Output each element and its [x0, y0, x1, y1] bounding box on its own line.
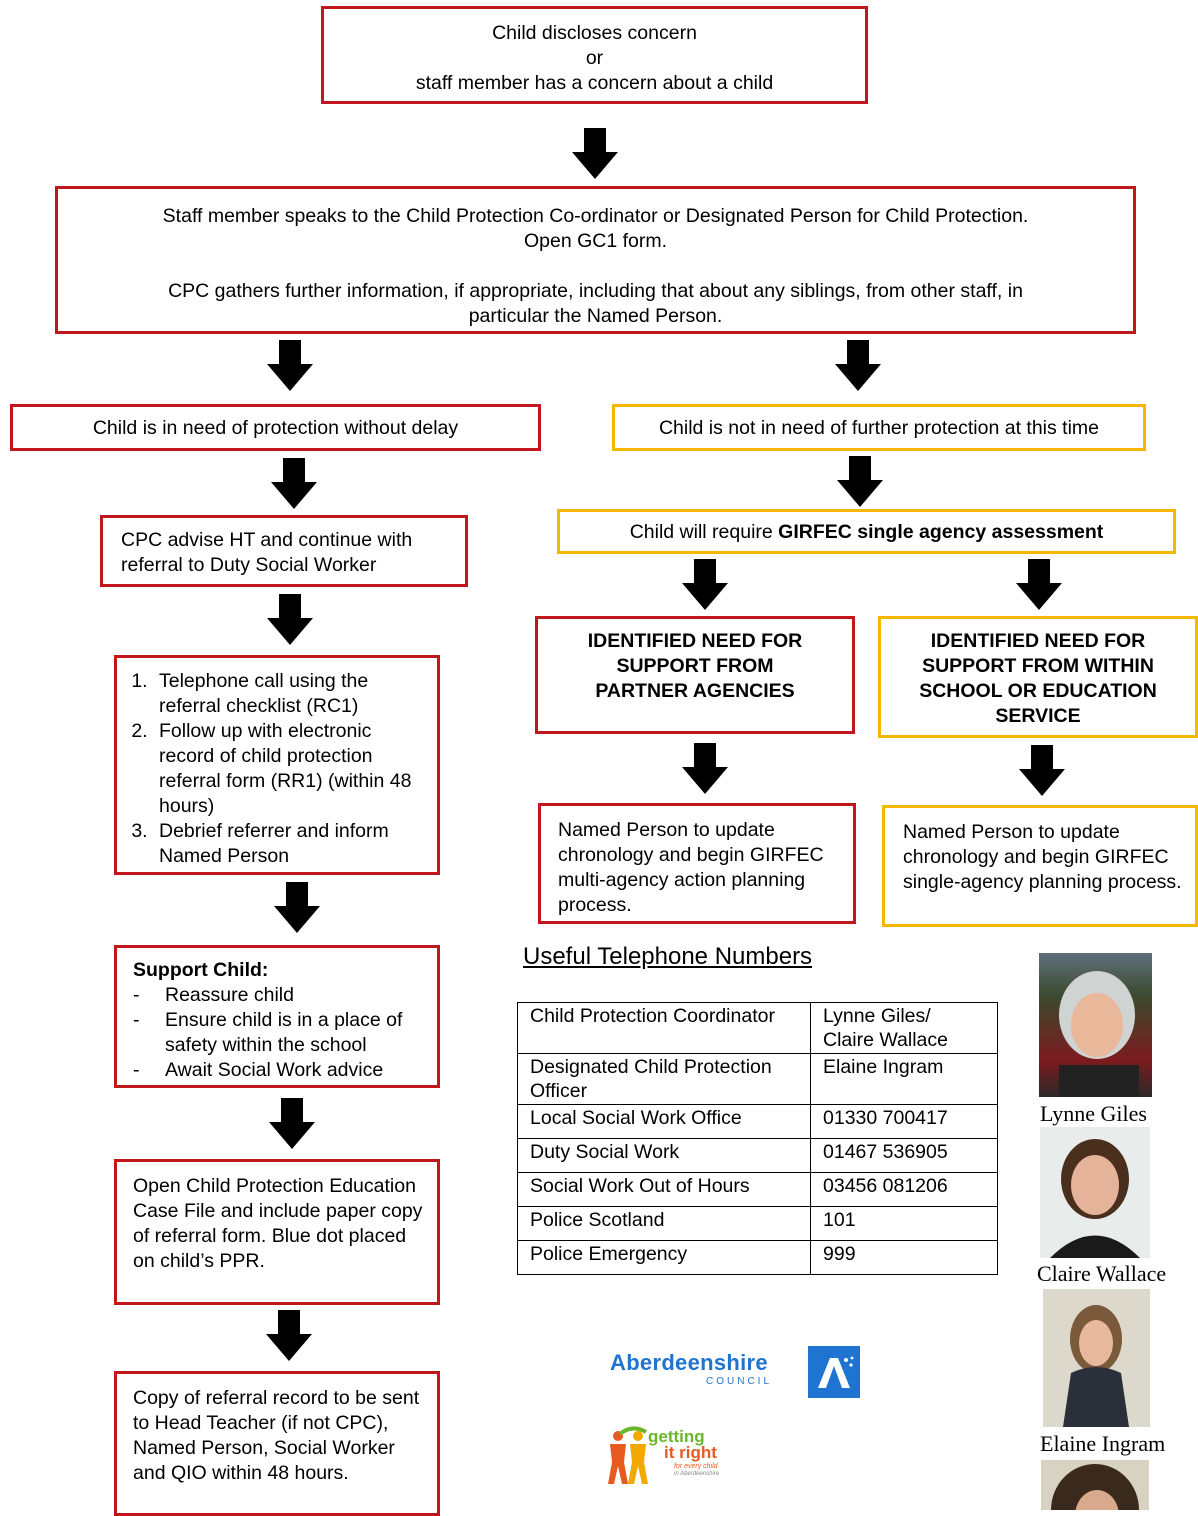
school-named-person-text: Named Person to update chronology and be…: [903, 821, 1182, 893]
phones-heading: Useful Telephone Numbers: [523, 943, 813, 970]
referral-step: Telephone call using the referral checkl…: [153, 669, 419, 719]
referral-steps-list: Telephone call using the referral checkl…: [123, 669, 419, 869]
phone-value: Lynne Giles/ Claire Wallace: [810, 1002, 998, 1054]
referral-step: Debrief referrer and inform Named Person: [153, 819, 419, 869]
table-row: Duty Social Work 01467 536905: [517, 1138, 998, 1173]
copy-referral-text: Copy of referral record to be sent to He…: [133, 1387, 420, 1484]
phone-label: Social Work Out of Hours: [517, 1172, 811, 1207]
caption-lynne-giles: Lynne Giles: [1040, 1101, 1147, 1126]
table-row: Local Social Work Office 01330 700417: [517, 1104, 998, 1139]
speak-line-2: Open GC1 form.: [523, 230, 668, 252]
phone-label: Child Protection Coordinator: [517, 1002, 811, 1054]
table-row: Designated Child Protection Officer Elai…: [517, 1053, 998, 1105]
girfec-assessment-box: Child will require GIRFEC single agency …: [557, 509, 1176, 554]
cpc-advise-box: CPC advise HT and continue with referral…: [100, 515, 468, 587]
need-protection-box: Child is in need of protection without d…: [10, 404, 541, 451]
portrait-icon: [1063, 1305, 1129, 1427]
cpc-advise-text: CPC advise HT and continue with referral…: [121, 529, 413, 576]
arrow-down-icon: [681, 743, 729, 795]
phone-label: Local Social Work Office: [517, 1104, 811, 1139]
phone-value: 03456 081206: [810, 1172, 998, 1207]
partner-agencies-text: IDENTIFIED NEED FOR SUPPORT FROM PARTNER…: [587, 630, 803, 702]
support-child-item: Reassure child: [133, 983, 427, 1008]
phone-value: 101: [810, 1206, 998, 1241]
table-row: Social Work Out of Hours 03456 081206: [517, 1172, 998, 1207]
arrow-down-icon: [836, 456, 884, 508]
start-box: Child discloses concern or staff member …: [321, 6, 868, 104]
partner-named-person-box: Named Person to update chronology and be…: [538, 803, 856, 924]
arrow-down-icon: [834, 340, 882, 392]
arrow-down-icon: [571, 128, 619, 180]
referral-step: Follow up with electronic record of chil…: [153, 719, 419, 819]
arrow-down-icon: [681, 559, 729, 611]
arrow-down-icon: [270, 458, 318, 510]
speak-to-cpc-box: Staff member speaks to the Child Protect…: [55, 186, 1136, 334]
open-case-file-text: Open Child Protection Education Case Fil…: [133, 1175, 423, 1272]
support-child-item: Ensure child is in a place of safety wit…: [133, 1008, 427, 1058]
table-row: Police Emergency 999: [517, 1240, 998, 1275]
arrow-down-icon: [266, 594, 314, 646]
arrow-down-icon: [266, 340, 314, 392]
not-need-protection-text: Child is not in need of further protecti…: [658, 417, 1100, 439]
partner-named-person-text: Named Person to update chronology and be…: [558, 819, 824, 916]
school-support-box: IDENTIFIED NEED FOR SUPPORT FROM WITHIN …: [878, 616, 1198, 738]
photo-elaine-ingram: [1043, 1289, 1150, 1427]
start-line-3: staff member has a concern about a child: [415, 72, 774, 94]
arrow-down-icon: [265, 1310, 313, 1362]
table-row: Child Protection Coordinator Lynne Giles…: [517, 1002, 998, 1054]
speak-line-1: Staff member speaks to the Child Protect…: [162, 205, 1029, 227]
council-logo-name: Aberdeenshire: [610, 1350, 768, 1375]
copy-referral-box: Copy of referral record to be sent to He…: [114, 1371, 440, 1516]
phone-label: Duty Social Work: [517, 1138, 811, 1173]
phone-label: Designated Child Protection Officer: [517, 1053, 811, 1105]
partner-agencies-box: IDENTIFIED NEED FOR SUPPORT FROM PARTNER…: [535, 616, 855, 734]
phone-value: Elaine Ingram: [810, 1053, 998, 1105]
open-case-file-box: Open Child Protection Education Case Fil…: [114, 1159, 440, 1305]
girfec-logo-line-1: getting: [648, 1427, 705, 1446]
school-named-person-box: Named Person to update chronology and be…: [882, 805, 1198, 927]
referral-steps-box: Telephone call using the referral checkl…: [114, 655, 440, 875]
caption-elaine-ingram: Elaine Ingram: [1040, 1431, 1166, 1456]
council-emblem-icon: [808, 1346, 860, 1398]
portrait-icon: [1051, 1464, 1139, 1510]
phone-value: 999: [810, 1240, 998, 1275]
phone-value: 01467 536905: [810, 1138, 998, 1173]
council-logo-sub: COUNCIL: [706, 1376, 773, 1387]
support-child-list: Reassure child Ensure child is in a plac…: [133, 983, 427, 1083]
girfec-logo: getting it right for every child in Aber…: [606, 1426, 746, 1490]
not-need-protection-box: Child is not in need of further protecti…: [612, 404, 1146, 451]
caption-claire-wallace: Claire Wallace: [1037, 1261, 1167, 1286]
phone-value: 01330 700417: [810, 1104, 998, 1139]
girfec-logo-line-3: for every child: [674, 1463, 718, 1470]
arrow-down-icon: [1018, 745, 1066, 797]
start-line-2: or: [585, 47, 604, 69]
girfec-logo-line-4: in Aberdeenshire: [674, 1471, 720, 1477]
table-row: Police Scotland 101: [517, 1206, 998, 1241]
need-protection-text: Child is in need of protection without d…: [92, 417, 459, 439]
school-support-text: IDENTIFIED NEED FOR SUPPORT FROM WITHIN …: [919, 630, 1157, 727]
phone-label: Police Emergency: [517, 1240, 811, 1275]
girfec-bold: GIRFEC single agency assessment: [778, 521, 1104, 543]
arrow-down-icon: [273, 882, 321, 934]
aberdeenshire-council-logo: Aberdeenshire COUNCIL: [610, 1346, 862, 1398]
photo-lynne-giles: [1039, 953, 1152, 1097]
girfec-prefix: Child will require: [629, 521, 779, 543]
girfec-figures-icon: [608, 1426, 648, 1484]
photo-claire-wallace: [1040, 1127, 1150, 1258]
portrait-icon: [1059, 971, 1139, 1097]
start-line-1: Child discloses concern: [492, 22, 697, 44]
portrait-icon: [1050, 1139, 1140, 1258]
phone-label: Police Scotland: [517, 1206, 811, 1241]
photo-staff-partial: [1041, 1460, 1149, 1510]
support-child-item: Await Social Work advice: [133, 1058, 427, 1083]
support-child-title: Support Child:: [133, 959, 269, 981]
phones-table: Child Protection Coordinator Lynne Giles…: [517, 1002, 998, 1275]
speak-line-3: CPC gathers further information, if appr…: [168, 280, 1023, 327]
support-child-box: Support Child: Reassure child Ensure chi…: [114, 945, 440, 1088]
arrow-down-icon: [1015, 559, 1063, 611]
girfec-logo-line-2: it right: [664, 1443, 717, 1462]
arrow-down-icon: [268, 1098, 316, 1150]
